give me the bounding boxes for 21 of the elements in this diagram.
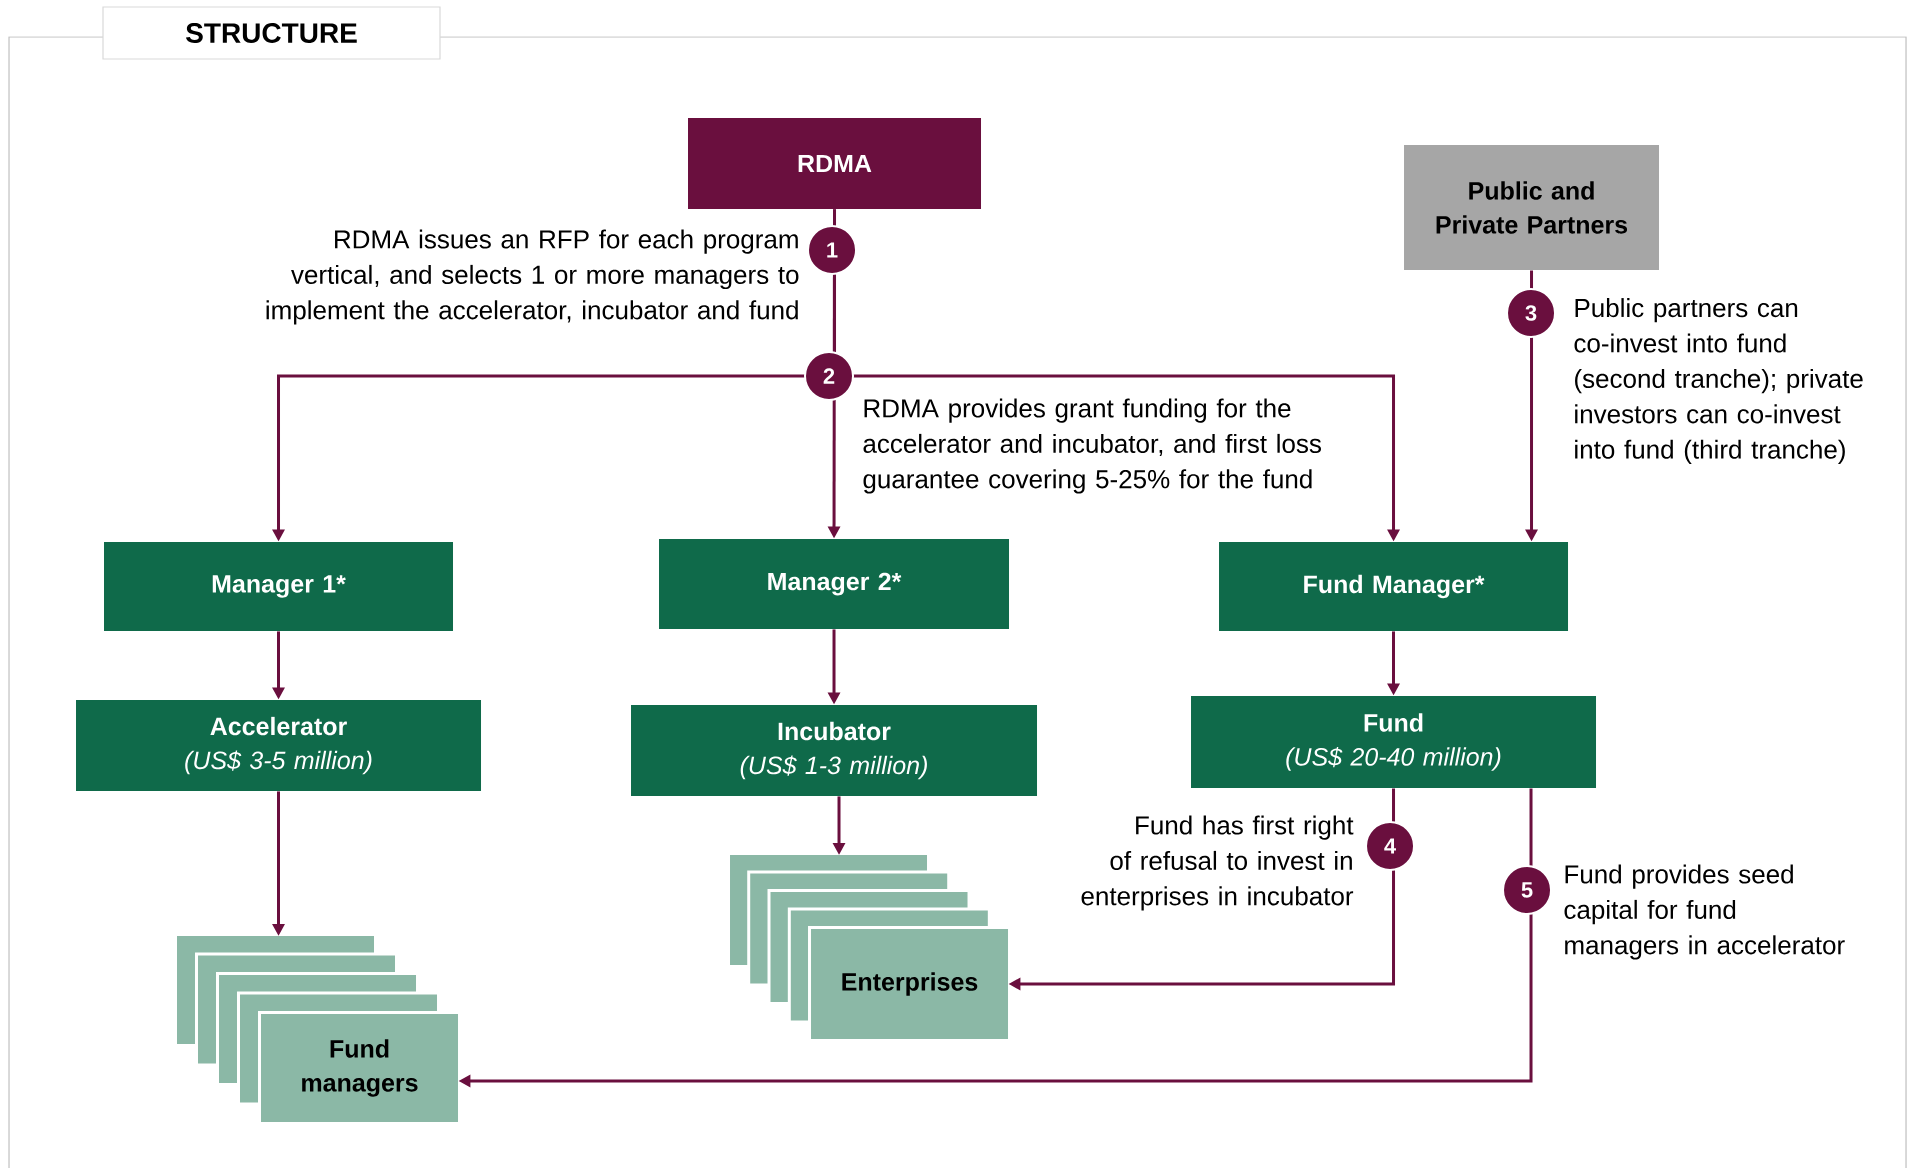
callout-number: 2	[804, 351, 854, 401]
process-box: Accelerator (US$ 3-5 million)	[76, 700, 481, 791]
process-box: Manager 1*	[104, 542, 453, 631]
callout-number: 4	[1365, 821, 1415, 871]
process-box: Manager 2*	[659, 539, 1009, 629]
callout-number: 3	[1506, 288, 1556, 338]
annotation-text: Fund has first right of refusal to invest in enterprises in incubator	[1081, 815, 1354, 911]
stacked-boxes: Fund managers	[174, 933, 461, 1125]
annotation-text: RDMA issues an RFP for each program vertical, and selects 1 or more managers to implement the accelerator, incubator and fund	[266, 229, 799, 325]
title-box: STRUCTURE	[102, 6, 441, 60]
process-box: Public and Private Partners	[1404, 145, 1659, 270]
stacked-boxes: Enterprises	[727, 852, 1011, 1042]
annotation-text: RDMA provides grant funding for the accelerator and incubator, and first loss guarantee covering 5-25% for the fund	[863, 398, 1321, 494]
process-box: Fund Manager*	[1219, 542, 1568, 631]
annotation-text: Fund provides seed capital for fund managers in accelerator	[1564, 864, 1845, 960]
process-box: Fund (US$ 20-40 million)	[1191, 696, 1596, 788]
callout-number: 1	[807, 225, 857, 275]
callout-number: 5	[1502, 865, 1552, 915]
annotation-text: Public partners can co-invest into fund (second tranche); private investors can co-invest into fund (third tranche)	[1574, 298, 1863, 464]
process-box: RDMA	[688, 118, 981, 209]
process-box: Incubator (US$ 1-3 million)	[631, 705, 1037, 796]
